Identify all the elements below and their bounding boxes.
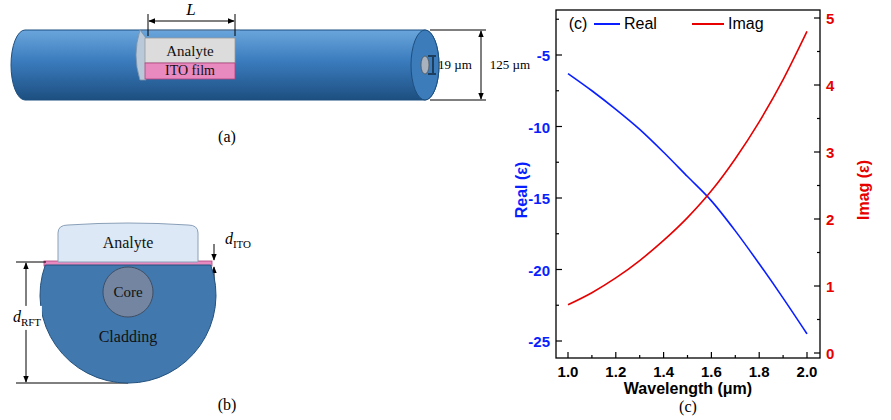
legend-line-sample (692, 19, 724, 29)
legend-text: Real (624, 15, 657, 33)
tick-label: 3 (826, 144, 834, 161)
panel-label: (a) (218, 128, 236, 146)
tick-label: 0 (826, 345, 834, 362)
cladding: Cladding Core (40, 207, 216, 383)
tick-label: 1.2 (605, 363, 626, 380)
dimension-label: dITO (225, 230, 251, 250)
tick-label: 5 (826, 10, 834, 27)
tick-label: 1.0 (558, 363, 579, 380)
panel-label: (c) (679, 398, 697, 416)
analyte-layer: Analyte (58, 224, 198, 262)
plot-frame (556, 10, 820, 358)
node-label: Core (113, 284, 142, 301)
axis-title: Imag (ε) (855, 160, 873, 220)
tick-label: 1.4 (653, 363, 674, 380)
tick-label: -25 (528, 333, 550, 350)
imag-curve (568, 31, 807, 304)
dimension-label: dRFT (12, 306, 42, 330)
node-label: ITO film (165, 63, 215, 79)
dimension-label: 19 µm (438, 57, 472, 73)
dimension-label: L (186, 0, 195, 20)
fiber-cylinder (11, 30, 439, 100)
legend-line-sample (594, 19, 620, 29)
tick-label: 4 (826, 77, 834, 94)
node-label: Cladding (99, 328, 158, 346)
tick-label: -20 (528, 261, 550, 278)
fiber-core: Core (103, 267, 153, 317)
polished-window (136, 30, 240, 80)
diameter-dimensions (428, 30, 486, 100)
node-label: Analyte (103, 234, 154, 252)
tick-label: 2 (826, 211, 834, 228)
data-curves (568, 31, 807, 333)
node-label: Analyte (166, 42, 213, 59)
legend-entry: Imag (692, 15, 764, 33)
tick-label: 2.0 (797, 363, 818, 380)
axis-title: Real (ε) (513, 162, 531, 219)
panel-label: (b) (218, 396, 237, 414)
dimension-label: 125 µm (490, 57, 530, 73)
ito-film: ITO film (145, 63, 235, 79)
tick-label: 1.8 (749, 363, 770, 380)
legend-entry: Real (594, 15, 657, 33)
tick-label: 1.6 (701, 363, 722, 380)
legend-text: Imag (728, 15, 764, 33)
axis-title: Wavelength (μm) (624, 380, 752, 398)
tick-label: -10 (528, 118, 550, 135)
tick-label: -5 (537, 47, 550, 64)
panel-label: (c) (569, 15, 588, 33)
tick-label: -15 (528, 190, 550, 207)
real-curve (568, 74, 807, 334)
analyte-region: Analyte (145, 38, 235, 63)
tick-label: 1 (826, 278, 834, 295)
axis-ticks (556, 18, 820, 358)
